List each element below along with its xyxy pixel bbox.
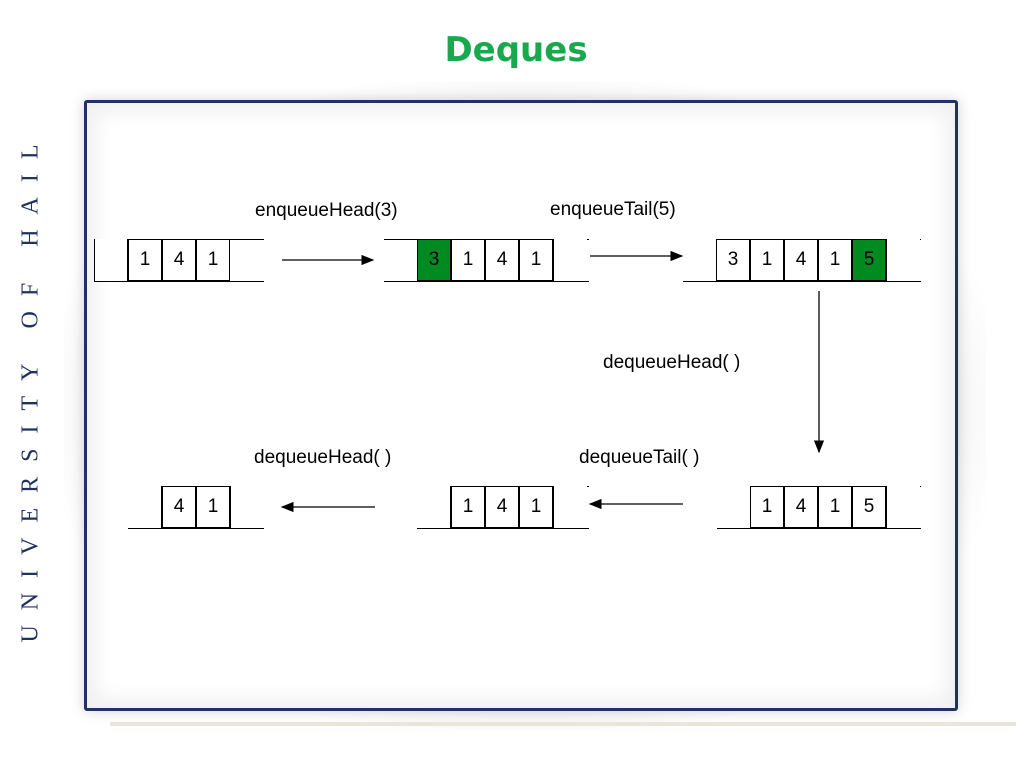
label-enqueue-head: enqueueHead(3) [255, 200, 398, 221]
deque-cell: 3 [716, 239, 750, 281]
label-dequeue-head-1: dequeueHead( ) [603, 352, 741, 373]
deque-empty-slot [886, 239, 920, 281]
deque-empty-slot [553, 239, 587, 281]
slide-title: Deques [444, 30, 588, 70]
deque-cell: 4 [162, 486, 196, 528]
deque-cell: 1 [196, 239, 230, 281]
deque-rail-bottom [128, 528, 264, 529]
deque-cell: 1 [451, 239, 485, 281]
label-dequeue-tail: dequeueTail( ) [579, 447, 700, 468]
deque-rail-bottom [384, 281, 589, 282]
deque-rail-bottom [717, 528, 921, 529]
deque-empty-slot [417, 486, 451, 528]
content-frame [84, 100, 958, 711]
deque-cell-highlighted: 5 [852, 239, 886, 281]
deque-cell: 1 [519, 486, 553, 528]
deque-rail-bottom [417, 528, 589, 529]
deque-cell: 1 [196, 486, 230, 528]
deque-empty-slot [128, 486, 162, 528]
deque-cell: 1 [750, 239, 784, 281]
deque-empty-slot [886, 486, 920, 528]
deque-cell: 5 [852, 486, 886, 528]
deque-empty-slot [94, 239, 128, 281]
deque-cell: 1 [519, 239, 553, 281]
deque-cell: 4 [162, 239, 196, 281]
deque-cell: 1 [818, 486, 852, 528]
deque-cell: 1 [128, 239, 162, 281]
deque-cell: 1 [451, 486, 485, 528]
deque-cell: 1 [818, 239, 852, 281]
deque-empty-slot [553, 486, 587, 528]
deque-cell: 4 [784, 486, 818, 528]
deque-cell: 4 [485, 486, 519, 528]
label-enqueue-tail: enqueueTail(5) [550, 199, 676, 220]
deque-rail-bottom [94, 281, 264, 282]
bottom-divider [110, 722, 1016, 726]
deque-empty-slot [230, 486, 264, 528]
deque-cell: 4 [485, 239, 519, 281]
deque-cell-highlighted: 3 [417, 239, 451, 281]
label-dequeue-head-2: dequeueHead( ) [254, 447, 392, 468]
deque-cell: 4 [784, 239, 818, 281]
deque-cell: 1 [750, 486, 784, 528]
deque-rail-bottom [683, 281, 921, 282]
